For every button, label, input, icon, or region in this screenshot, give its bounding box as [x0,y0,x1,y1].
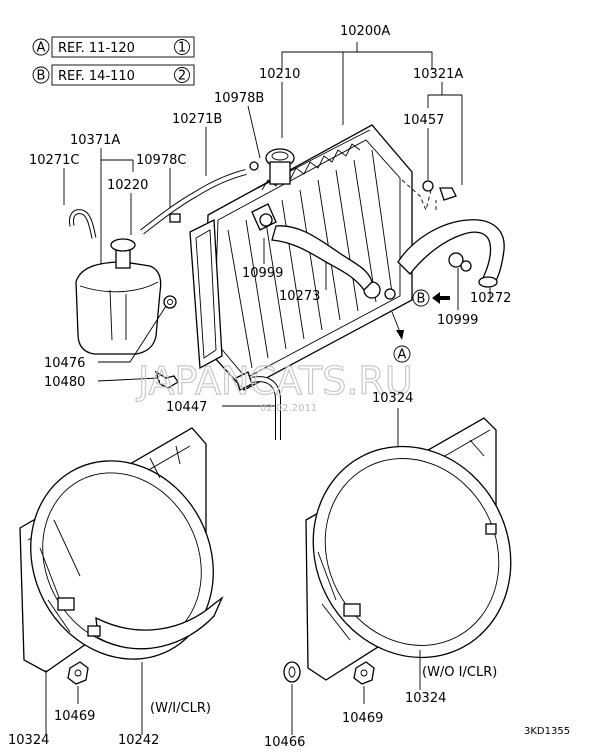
label-10273: 10273 [279,289,320,304]
label-10476: 10476 [44,356,85,371]
label-wo-clr: (W/O I/CLR) [422,665,497,680]
upper-hose-10273 [271,225,373,292]
fan-shroud-right [305,417,512,681]
label-10999-upper: 10999 [242,266,283,281]
label-10978C: 10978C [136,153,186,168]
clip-10466 [283,661,301,683]
drain-plug-10321A [439,187,457,201]
bolt-10476 [163,295,177,309]
label-10324-top: 10324 [372,391,413,406]
ref-b-text: REF. 14-110 [58,69,135,84]
ref-b-number: 2 [178,69,186,84]
marker-b: B [412,289,450,307]
diagram-code: 3KD1355 [524,726,570,737]
ref-a-text: REF. 11-120 [58,41,135,56]
bolt-10480 [154,370,179,389]
svg-text:A: A [398,348,407,363]
label-10999-right: 10999 [437,313,478,328]
clip-10978C [169,213,181,223]
shroud-lower-10242 [95,595,224,650]
bolt-10469-left [67,661,89,685]
label-10210: 10210 [259,67,300,82]
svg-text:B: B [417,292,426,307]
label-10271B: 10271B [172,112,222,127]
label-10271C: 10271C [29,153,79,168]
label-10978B: 10978B [214,91,264,106]
ref-a-box: A REF. 11-120 1 [32,36,195,58]
label-10272: 10272 [470,291,511,306]
label-10469-left: 10469 [54,709,95,724]
o-ring-10457 [422,180,434,192]
label-10321A: 10321A [413,67,463,82]
radiator [189,124,413,391]
label-10242: 10242 [118,733,159,748]
watermark: JAPANCATS.RU [136,359,413,403]
label-wi-clr: (W/I/CLR) [150,701,211,716]
lower-hose-10272 [397,219,505,288]
marker-a: A [391,311,411,363]
label-10200A: 10200A [340,24,390,39]
watermark-date: 02.02.2011 [260,403,317,414]
ref-a-circle-letter: A [37,41,46,56]
label-10324-left: 10324 [8,733,49,748]
label-10220: 10220 [107,178,148,193]
ref-b-box: B REF. 14-110 2 [32,64,195,86]
label-10480: 10480 [44,375,85,390]
reservoir-tank [75,238,162,355]
ref-a-number: 1 [178,41,186,56]
label-10371A: 10371A [70,133,120,148]
clip-10978B [249,161,259,171]
label-10324-right: 10324 [405,691,446,706]
ref-b-circle-letter: B [37,69,46,84]
label-10469-right: 10469 [342,711,383,726]
reservoir-cap-10220 [110,238,136,252]
fan-shroud-left [19,427,224,673]
label-10466: 10466 [264,735,305,750]
label-10457: 10457 [403,113,444,128]
bolt-10469-right [353,661,375,685]
label-10447: 10447 [166,400,207,415]
